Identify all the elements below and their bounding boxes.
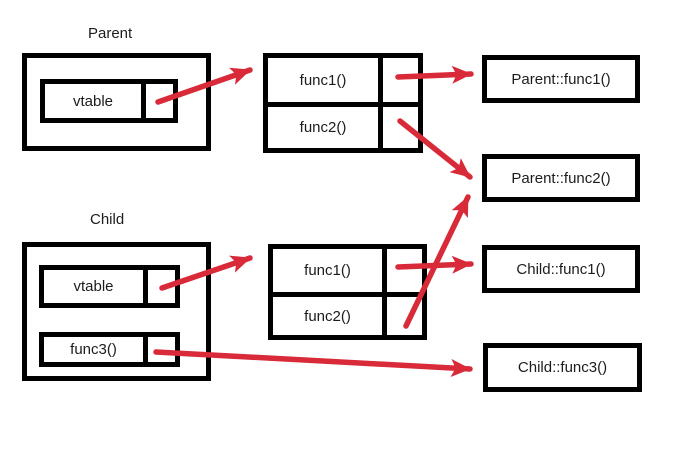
parent-vtable-slot: vtable bbox=[40, 79, 178, 123]
impl-box-parent-func1: Parent::func1() bbox=[482, 55, 640, 103]
child-vtable-table: func1() func2() bbox=[268, 244, 427, 340]
parent-vtable-row-func1: func1() bbox=[268, 58, 383, 107]
impl-box-child-func1: Child::func1() bbox=[482, 245, 640, 293]
child-vtable-slot-label: vtable bbox=[44, 270, 148, 303]
parent-vtable-slot-label: vtable bbox=[45, 84, 146, 118]
child-func3-pointer-cell bbox=[148, 337, 175, 362]
impl-box-parent-func2: Parent::func2() bbox=[482, 154, 640, 202]
parent-object-box: vtable bbox=[22, 53, 211, 151]
child-vtable-row-func1: func1() bbox=[273, 249, 387, 297]
child-vtable-row-func2: func2() bbox=[273, 297, 387, 335]
parent-vtable-func1-pointer-cell bbox=[383, 58, 418, 107]
child-vtable-func2-pointer-cell bbox=[387, 297, 422, 335]
parent-class-label: Parent bbox=[88, 25, 133, 42]
child-func3-slot-label: func3() bbox=[44, 337, 148, 362]
impl-box-child-func3: Child::func3() bbox=[483, 343, 642, 392]
parent-vtable-row-func2: func2() bbox=[268, 107, 383, 148]
child-class-label: Child bbox=[90, 211, 125, 228]
child-object-box: vtable func3() bbox=[22, 242, 211, 381]
parent-vtable-table: func1() func2() bbox=[263, 53, 423, 153]
child-vtable-func1-pointer-cell bbox=[387, 249, 422, 297]
child-vtable-pointer-cell bbox=[148, 270, 175, 303]
child-func3-slot: func3() bbox=[39, 332, 180, 367]
child-vtable-slot: vtable bbox=[39, 265, 180, 308]
parent-vtable-func2-pointer-cell bbox=[383, 107, 418, 148]
parent-vtable-pointer-cell bbox=[146, 84, 173, 118]
